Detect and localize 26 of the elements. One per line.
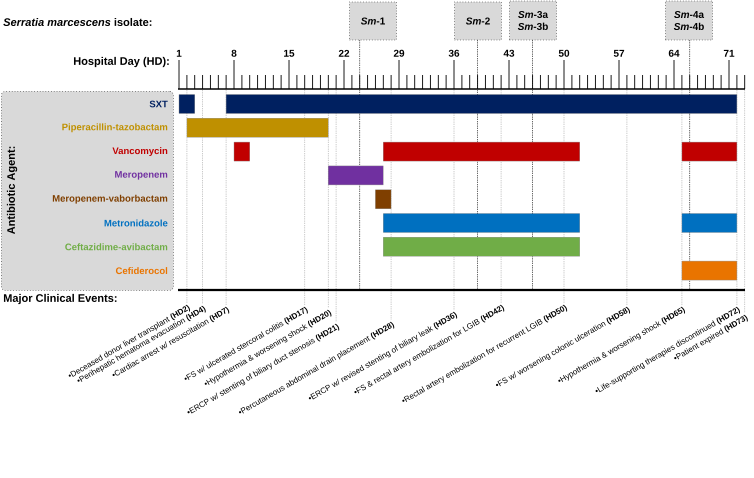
tick-label: 22: [338, 50, 350, 57]
tick-label: 50: [558, 50, 570, 57]
axis-title: Antibiotic Agent:: [6, 146, 18, 234]
drug-name: SXT: [150, 100, 168, 108]
tick-label: 1: [176, 50, 182, 57]
isolate-box: Sm-3a Sm-3b: [509, 0, 557, 40]
tick-label: 57: [614, 50, 624, 57]
tick-label: 8: [232, 50, 236, 57]
tick-label: 43: [504, 50, 514, 57]
drug-name: Ceftazidime-avibactam: [65, 243, 168, 250]
tick-label: 15: [284, 50, 294, 57]
axis-heading: Hospital Day (HD):: [74, 56, 169, 68]
tick-label: 29: [394, 50, 404, 57]
drug-name: Cefiderocol: [116, 267, 168, 274]
tick-label: 36: [448, 50, 460, 57]
drug-name: Piperacillin-tazobactam: [62, 123, 168, 132]
drug-name: Metronidazole: [104, 220, 168, 226]
tick-label: 64: [668, 50, 680, 57]
row-heading: Serratia marcescens isolate:: [3, 18, 152, 26]
isolate-box: Sm-4a Sm-4b: [665, 0, 713, 40]
drug-name: Meropenem-vaborbactam: [52, 194, 168, 204]
isolate-box: Sm-1: [349, 2, 397, 40]
isolate-box: Sm-2: [454, 2, 502, 40]
tick-label: 71: [724, 50, 734, 57]
drug-name: Vancomycin: [112, 147, 168, 156]
drug-name: Meropenem: [115, 171, 168, 180]
